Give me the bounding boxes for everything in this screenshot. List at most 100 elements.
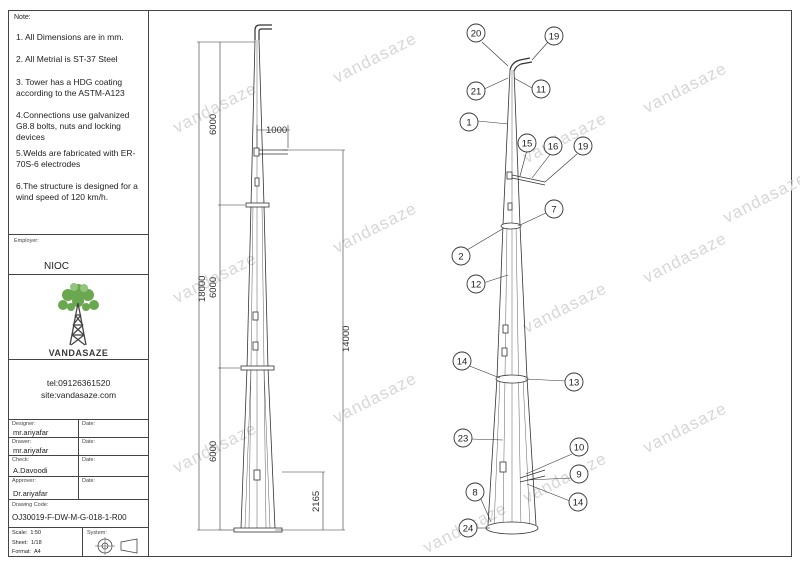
callout-number: 15 — [522, 139, 533, 150]
callout-circle — [569, 437, 589, 457]
callout-number: 19 — [578, 142, 589, 153]
signoff-row-check: Check: Date: A.Davoodi — [8, 456, 149, 477]
signoff-row-designer: Designer: Date: mr.ariyafar — [8, 420, 149, 438]
callout-circle — [459, 112, 479, 132]
callout-circle — [466, 23, 486, 43]
callout-leaders — [466, 41, 578, 529]
note-4: 4.Connections use galvanized G8.8 bolts,… — [16, 110, 130, 142]
callout-number: 14 — [457, 357, 468, 368]
system-box: System: — [83, 528, 149, 557]
callout-circle — [569, 464, 589, 484]
callout-number: 11 — [536, 85, 546, 96]
drawing-code: OJ30019-F-DW-M-G-018-1-R00 — [12, 513, 127, 522]
drawer-date-label: Date: — [82, 439, 96, 445]
logo-box: VANDASAZE — [8, 275, 149, 360]
note-6: 6.The structure is designed for a wind s… — [16, 181, 138, 202]
callout-number: 16 — [548, 142, 559, 153]
employer-box: Employer: NIOC — [8, 235, 149, 275]
note-3: 3. Tower has a HDG coating according to … — [16, 77, 125, 98]
check-label: Check: — [12, 457, 30, 463]
drawing-frame — [8, 10, 792, 557]
callout-number: 9 — [576, 470, 581, 481]
callout-number: 2 — [458, 252, 463, 263]
dim-lower-total: 14000 — [341, 326, 352, 352]
sheet-value: 1/18 — [30, 540, 42, 546]
dim-total: 18000 — [197, 276, 208, 302]
callout-circle — [568, 492, 588, 512]
designer-date-label: Date: — [82, 421, 96, 427]
dimension-lines — [197, 41, 345, 531]
callout-circle — [531, 79, 551, 99]
scale-box: Scale: 1:50 Sheet: 1/18 Format: A4 — [8, 528, 83, 557]
note-1: 1. All Dimensions are in mm. — [16, 32, 124, 42]
employer-label: Employer: — [14, 238, 39, 244]
callout-circle — [452, 351, 472, 371]
projection-symbol-icon — [95, 537, 138, 555]
callout-circle — [543, 136, 563, 156]
callout-circle — [564, 372, 584, 392]
callout-number: 1 — [466, 118, 471, 129]
dimension-labels: 6000 6000 6000 18000 14000 2165 1000 — [197, 114, 352, 512]
system-label: System: — [87, 530, 107, 536]
callout-number: 12 — [471, 280, 482, 291]
callout-circle — [544, 26, 564, 46]
format-value: A4 — [34, 549, 41, 555]
dim-arm: 1000 — [266, 125, 287, 136]
notes-title: Note: — [14, 14, 31, 21]
approver-label: Approver: — [12, 478, 36, 484]
designer-label: Designer: — [12, 421, 36, 427]
dim-base: 2165 — [311, 491, 322, 512]
callout-circle — [466, 274, 486, 294]
drawing-code-label: Drawing Code: — [12, 502, 49, 508]
callout-circle — [453, 428, 473, 448]
approver-name: Dr.ariyafar — [13, 489, 48, 498]
callout-circle — [466, 81, 486, 101]
sheet-label: Sheet: 1/18 — [12, 540, 42, 546]
callout-number: 10 — [574, 443, 585, 454]
logo-text: VANDASAZE — [48, 348, 109, 358]
dim-seg-bottom: 6000 — [208, 441, 219, 462]
check-name: A.Davoodi — [13, 466, 48, 475]
callout-circle — [517, 133, 537, 153]
scale-label: Scale: 1:50 — [12, 530, 42, 536]
pole-elevation — [233, 24, 288, 533]
drawer-name: mr.ariyafar — [13, 446, 49, 455]
title-block-panel: Note: 1. All Dimensions are in mm. 2. Al… — [8, 10, 149, 557]
dim-seg-mid: 6000 — [208, 277, 219, 298]
notes-box: Note: 1. All Dimensions are in mm. 2. Al… — [8, 10, 149, 235]
callout-circle — [458, 518, 478, 538]
callout-number: 21 — [471, 87, 482, 98]
check-date-label: Date: — [82, 457, 96, 463]
callout-number: 14 — [573, 498, 584, 509]
contact-tel: tel:09126361520 — [46, 378, 111, 388]
callout-number: 8 — [472, 488, 477, 499]
callout-number: 13 — [569, 378, 580, 389]
employer-name: NIOC — [44, 261, 69, 272]
callout-number: 24 — [463, 524, 474, 535]
drawing-code-box: Drawing Code: OJ30019-F-DW-M-G-018-1-R00 — [8, 500, 149, 528]
scale-value: 1:50 — [30, 530, 42, 536]
format-label: Format: A4 — [12, 549, 41, 555]
callout-number: 23 — [458, 434, 469, 445]
callout-circle — [573, 136, 593, 156]
approver-date-label: Date: — [82, 478, 96, 484]
callout-circle — [544, 199, 564, 219]
contact-site: site:vandasaze.com — [40, 390, 117, 400]
note-5: 5.Welds are fabricated with ER-70S-6 ele… — [16, 148, 136, 169]
callout-number: 7 — [551, 205, 556, 216]
callout-circle — [465, 482, 485, 502]
contact-box: tel:09126361520 site:vandasaze.com — [8, 360, 149, 420]
designer-name: mr.ariyafar — [13, 428, 49, 437]
signoff-row-drawer: Drawer: Date: mr.ariyafar — [8, 438, 149, 456]
pole-isometric — [485, 57, 546, 535]
callout-number: 20 — [471, 29, 482, 40]
callout-circle — [451, 246, 471, 266]
note-2: 2. All Metrial is ST-37 Steel — [16, 54, 118, 64]
callout-number: 19 — [549, 32, 560, 43]
tree-tower-logo-icon — [58, 283, 99, 346]
drawer-label: Drawer: — [12, 439, 32, 445]
signoff-row-approver: Approver: Date: Dr.ariyafar — [8, 477, 149, 500]
dim-seg-top: 6000 — [208, 114, 219, 135]
